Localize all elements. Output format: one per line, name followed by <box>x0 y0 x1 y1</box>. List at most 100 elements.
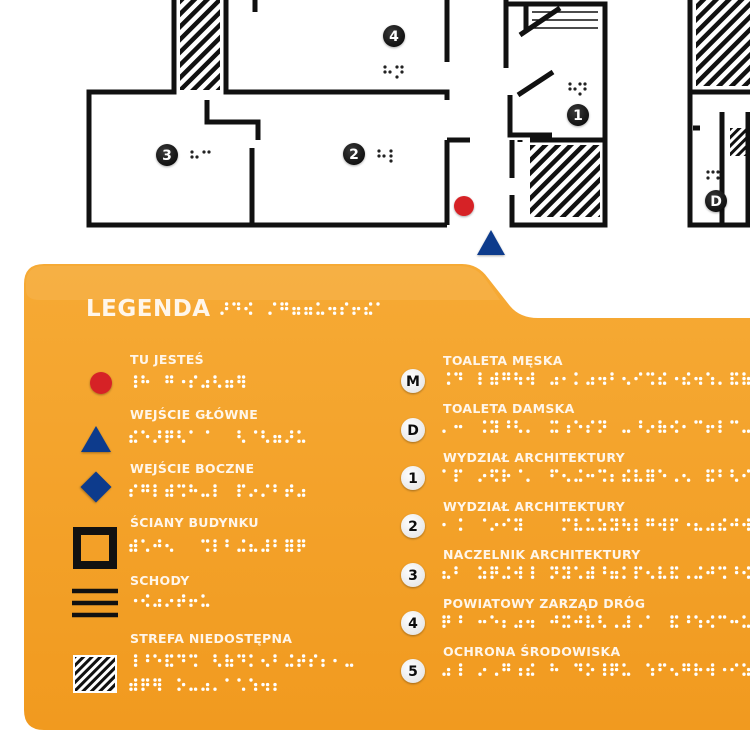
braille-dot <box>646 372 650 376</box>
braille-dot <box>442 615 446 619</box>
braille-dot <box>225 539 229 543</box>
braille-dot <box>225 379 229 384</box>
braille-dot <box>284 306 289 311</box>
braille-dot <box>578 619 583 624</box>
braille-dot <box>658 575 662 579</box>
braille-dot <box>602 663 607 667</box>
braille-dot <box>730 469 734 473</box>
braille-dot <box>141 539 145 543</box>
braille-dot <box>614 522 619 527</box>
braille-dot <box>181 658 186 663</box>
braille-dot <box>502 376 506 381</box>
braille-dot <box>686 478 691 482</box>
room-badge-4: 4 <box>383 25 405 47</box>
braille-dot <box>602 522 607 527</box>
braille-dot <box>602 570 607 575</box>
braille-dot <box>662 381 667 385</box>
braille-dot <box>646 473 650 478</box>
braille-dot <box>650 473 655 478</box>
braille-dot <box>506 420 511 424</box>
legend-left-column: TU JESTEŚ WEJŚCIE GŁÓWNE WEJŚCIE BOCZNE … <box>72 352 354 693</box>
braille-dot <box>598 619 602 624</box>
braille-dot <box>153 654 157 658</box>
braille-dot <box>236 302 241 306</box>
braille-dot <box>554 376 559 381</box>
braille-dot <box>610 575 614 579</box>
braille-dot <box>682 376 686 381</box>
braille-dot <box>217 663 222 667</box>
braille-dot <box>506 372 511 376</box>
braille-dot <box>710 672 715 676</box>
braille-dot <box>133 484 138 488</box>
braille-dot <box>550 420 554 424</box>
braille-dot <box>320 311 325 315</box>
braille-dot <box>706 424 710 429</box>
braille-dot <box>742 570 746 575</box>
braille-dot <box>458 667 463 672</box>
braille-dot <box>598 376 602 381</box>
braille-dot <box>706 619 710 624</box>
braille-dot <box>157 539 162 543</box>
braille-dot <box>494 478 499 482</box>
braille-dot <box>478 575 482 579</box>
braille-dot <box>626 478 631 482</box>
braille-dot <box>478 372 482 376</box>
braille-dot <box>746 667 750 672</box>
braille-dot <box>718 429 722 433</box>
braille-dot <box>694 522 698 527</box>
braille-dot <box>722 667 727 672</box>
braille-dot <box>224 306 229 311</box>
braille-dot <box>730 420 734 424</box>
braille-dot <box>626 619 631 624</box>
braille-dot <box>213 548 217 552</box>
braille-dot <box>506 376 511 381</box>
braille-dot <box>157 678 162 682</box>
svg-text:4: 4 <box>408 616 418 632</box>
braille-dot <box>201 603 205 607</box>
braille-dot <box>129 548 133 552</box>
stairs-icon <box>72 588 118 618</box>
braille-dot <box>490 473 494 478</box>
braille-dot <box>177 678 181 682</box>
braille-dot <box>550 381 554 385</box>
braille-dot <box>746 376 750 381</box>
braille-dot <box>332 311 337 315</box>
braille-dot <box>241 654 246 658</box>
braille-dot <box>662 473 667 478</box>
braille-dot <box>169 488 174 493</box>
svg-text:D: D <box>710 194 722 210</box>
braille-dot <box>694 376 698 381</box>
braille-dot <box>189 598 193 603</box>
braille-dot <box>734 478 739 482</box>
braille-dot <box>321 663 325 667</box>
braille-dot <box>253 682 258 687</box>
braille-dot <box>710 527 715 531</box>
braille-dot <box>634 527 638 531</box>
braille-dot <box>133 658 138 663</box>
braille-dot <box>694 667 698 672</box>
braille-dot <box>566 518 571 522</box>
braille-dot <box>458 424 463 429</box>
braille-dot <box>610 570 614 575</box>
braille-dot <box>213 375 217 379</box>
braille-dot <box>502 624 506 628</box>
braille-dot <box>566 478 571 482</box>
braille-dot <box>133 439 138 443</box>
braille-dot <box>574 522 578 527</box>
braille-dot <box>502 473 506 478</box>
braille-dot <box>674 624 679 628</box>
legend-right-braille <box>442 372 750 676</box>
braille-dot <box>442 522 446 527</box>
braille-dot <box>650 672 655 676</box>
braille-dot <box>241 379 246 384</box>
braille-dot <box>586 473 590 478</box>
braille-dot <box>706 429 710 433</box>
braille-dot <box>662 575 667 579</box>
braille-dot <box>237 484 241 488</box>
braille-dot <box>602 566 607 570</box>
room-badge-d: D <box>705 190 727 212</box>
braille-dot <box>189 654 193 658</box>
braille-dot <box>229 379 234 384</box>
braille-dot <box>622 478 626 482</box>
braille-dot <box>458 615 463 619</box>
